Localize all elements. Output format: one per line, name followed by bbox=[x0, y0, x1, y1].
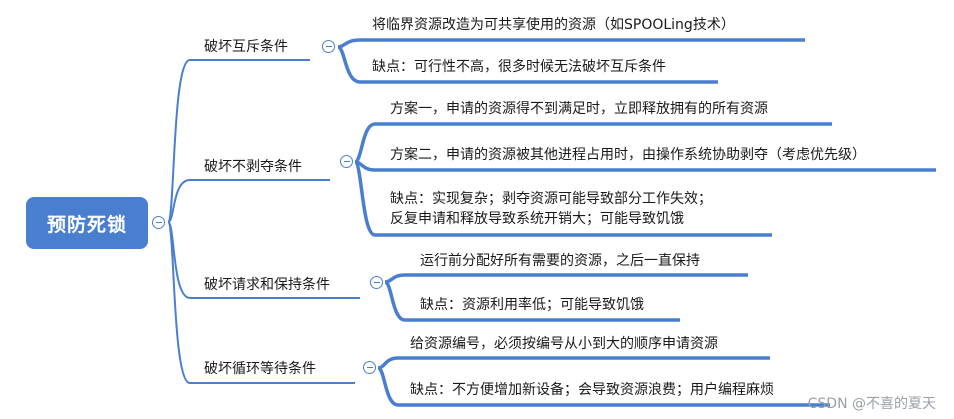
root-collapse-icon[interactable] bbox=[152, 216, 165, 229]
leaf-text: 运行前分配好所有需要的资源，之后一直保持 bbox=[420, 253, 700, 269]
leaf-node[interactable]: 方案一，申请的资源得不到满足时，立即释放拥有的所有资源 bbox=[390, 99, 768, 119]
leaf-node[interactable]: 缺点：可行性不高，很多时候无法破坏互斥条件 bbox=[372, 57, 666, 77]
branch-label: 破坏互斥条件 bbox=[204, 39, 288, 55]
branch-node-mutex[interactable]: 破坏互斥条件 bbox=[204, 38, 288, 56]
connector-root-b1 bbox=[167, 179, 330, 223]
root-node[interactable]: 预防死锁 bbox=[26, 197, 148, 249]
leaf-node[interactable]: 运行前分配好所有需要的资源，之后一直保持 bbox=[420, 251, 700, 271]
branch-node-hold-and-wait[interactable]: 破坏请求和保持条件 bbox=[204, 276, 330, 294]
leaf-text: 方案二，申请的资源被其他进程占用时，由操作系统协助剥夺（考虑优先级） bbox=[390, 147, 866, 163]
connector-b3-l0 bbox=[377, 356, 770, 370]
leaf-node[interactable]: 缺点：实现复杂；剥夺资源可能导致部分工作失效； 反复申请和释放导致系统开销大；可… bbox=[390, 189, 712, 229]
branch-label: 破坏循环等待条件 bbox=[204, 361, 316, 377]
watermark: CSDN @不喜的夏天 bbox=[807, 396, 936, 412]
branch-collapse-icon[interactable] bbox=[322, 40, 335, 53]
leaf-node[interactable]: 缺点：不方便增加新设备；会导致资源浪费；用户编程麻烦 bbox=[410, 380, 774, 400]
leaf-text: 给资源编号，必须按编号从小到大的顺序申请资源 bbox=[410, 336, 718, 352]
leaf-text-line: 缺点：实现复杂；剥夺资源可能导致部分工作失效； bbox=[390, 191, 712, 207]
leaf-node[interactable]: 给资源编号，必须按编号从小到大的顺序申请资源 bbox=[410, 334, 718, 354]
branch-node-circular-wait[interactable]: 破坏循环等待条件 bbox=[204, 360, 316, 378]
leaf-text: 缺点：可行性不高，很多时候无法破坏互斥条件 bbox=[372, 59, 666, 75]
branch-collapse-icon[interactable] bbox=[370, 276, 383, 289]
connector-root-b0 bbox=[167, 59, 310, 223]
branch-collapse-icon[interactable] bbox=[340, 155, 353, 168]
connector-b2-l1 bbox=[384, 280, 680, 322]
leaf-text: 缺点：资源利用率低；可能导致饥饿 bbox=[420, 297, 644, 313]
leaf-text: 方案一，申请的资源得不到满足时，立即释放拥有的所有资源 bbox=[390, 101, 768, 117]
branch-label: 破坏不剥夺条件 bbox=[204, 159, 302, 175]
leaf-node[interactable]: 将临界资源改造为可共享使用的资源（如SPOOLing技术） bbox=[372, 15, 735, 35]
branch-node-no-preemption[interactable]: 破坏不剥夺条件 bbox=[204, 158, 302, 176]
connector-b0-l0 bbox=[337, 38, 805, 49]
leaf-text-line: 反复申请和释放导致系统开销大；可能导致饥饿 bbox=[390, 211, 684, 227]
root-label: 预防死锁 bbox=[46, 213, 127, 236]
leaf-text: 缺点：不方便增加新设备；会导致资源浪费；用户编程麻烦 bbox=[410, 382, 774, 398]
connector-b3-l1 bbox=[377, 366, 830, 407]
connector-b1-l2 bbox=[353, 160, 772, 237]
leaf-node[interactable]: 缺点：资源利用率低；可能导致饥饿 bbox=[420, 295, 644, 315]
leaf-text: 将临界资源改造为可共享使用的资源（如SPOOLing技术） bbox=[372, 17, 735, 33]
branch-label: 破坏请求和保持条件 bbox=[204, 277, 330, 293]
connector-b0-l1 bbox=[337, 45, 718, 84]
branch-collapse-icon[interactable] bbox=[363, 361, 376, 374]
connector-root-b3 bbox=[167, 221, 355, 384]
leaf-node[interactable]: 方案二，申请的资源被其他进程占用时，由操作系统协助剥夺（考虑优先级） bbox=[390, 145, 866, 165]
connector-b2-l0 bbox=[384, 273, 748, 284]
